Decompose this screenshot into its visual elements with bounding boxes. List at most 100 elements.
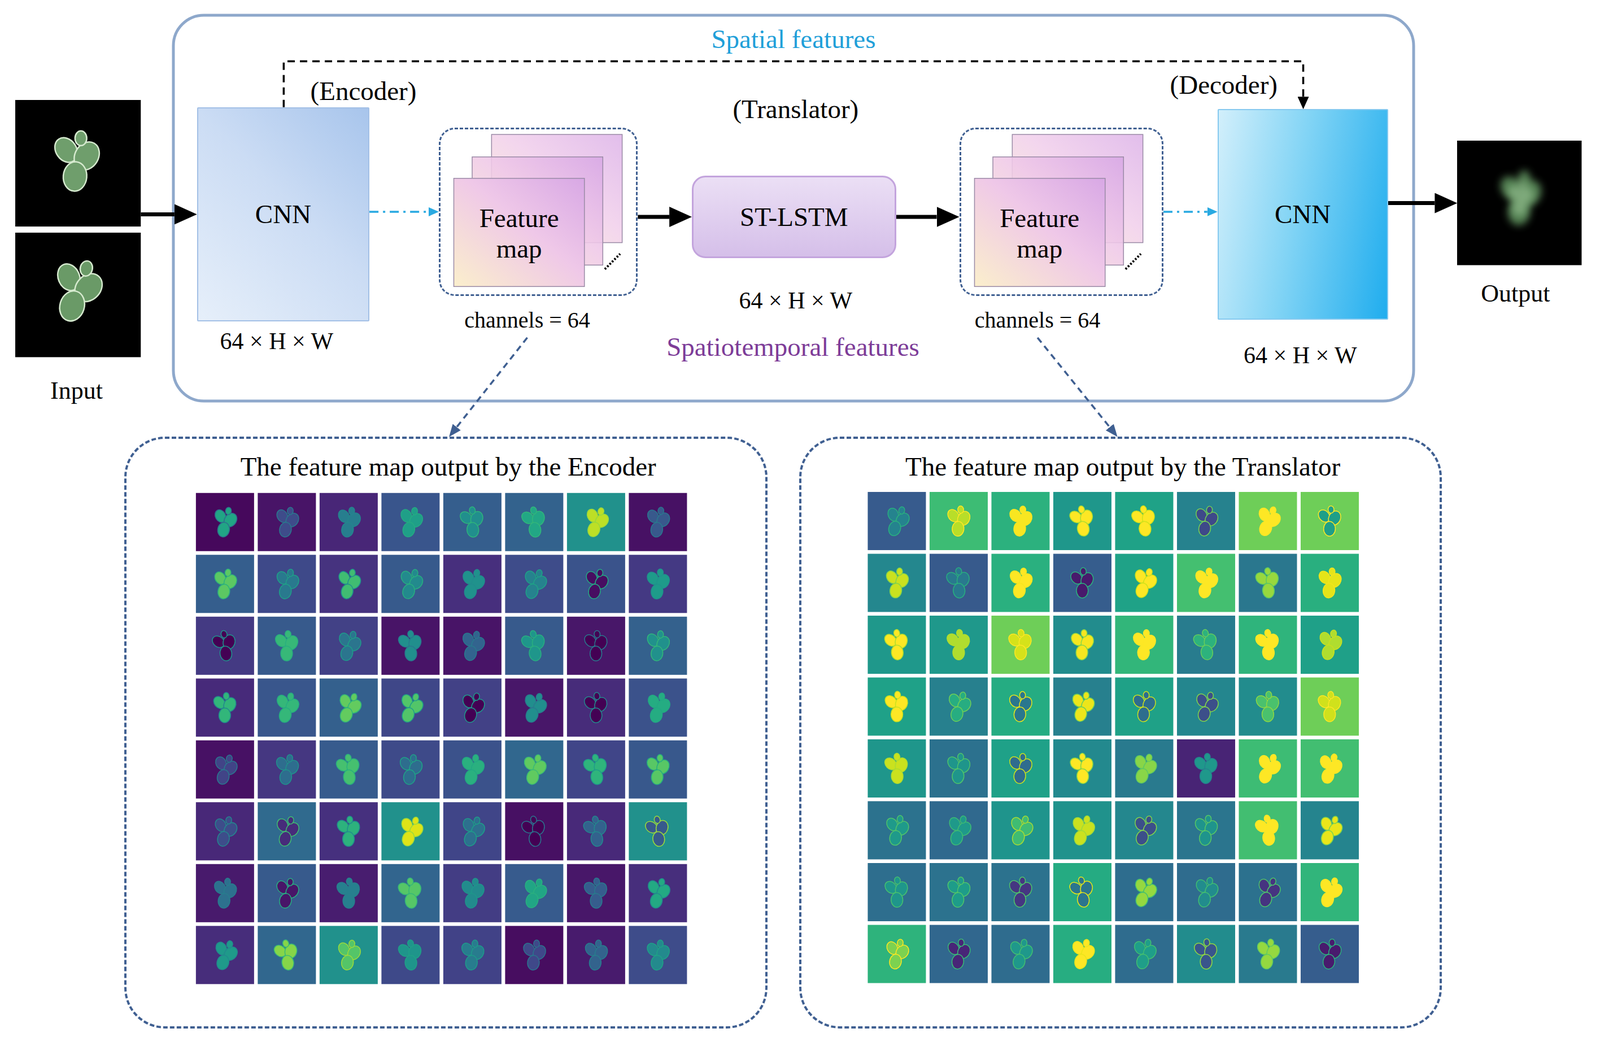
leaf <box>1205 568 1213 577</box>
leaf <box>1017 629 1025 638</box>
feature-tile <box>505 555 564 614</box>
plant-figure <box>881 751 913 787</box>
feature-tile <box>195 678 255 738</box>
leaf <box>55 288 89 325</box>
leaf <box>1319 829 1336 847</box>
leaf <box>215 768 231 786</box>
leaf <box>886 519 903 538</box>
leaf <box>596 569 604 578</box>
plant-figure <box>1191 875 1222 910</box>
leaf <box>1012 582 1027 600</box>
node-caption: Input <box>50 376 103 406</box>
plant-figure <box>1128 751 1162 787</box>
feature-tile <box>1114 862 1174 922</box>
leaf <box>1083 815 1091 825</box>
leaf <box>888 582 903 599</box>
leaf <box>1143 691 1150 700</box>
leaf <box>1328 939 1336 947</box>
leaf <box>894 691 901 700</box>
plant-figure <box>458 877 488 910</box>
leaf <box>79 259 95 278</box>
leaf <box>1082 691 1090 700</box>
leaf <box>587 583 603 601</box>
leaf <box>285 630 292 639</box>
feature-tile <box>443 740 502 799</box>
feature-tile <box>867 554 926 613</box>
leaf <box>1261 830 1276 847</box>
plant-figure <box>395 938 427 974</box>
leaf <box>400 830 417 848</box>
plant-figure <box>881 875 913 910</box>
leaf <box>1019 877 1026 885</box>
leaf <box>287 569 295 578</box>
plant-figure <box>1189 626 1223 664</box>
plant-figure <box>1251 503 1285 540</box>
plant-figure <box>1251 750 1286 788</box>
leaf <box>957 939 965 947</box>
leaf <box>1144 939 1152 948</box>
leaf <box>1261 707 1274 722</box>
leaf <box>530 815 538 825</box>
plant-figure <box>521 939 549 971</box>
plant-figure <box>1127 503 1162 540</box>
leaf <box>1203 938 1211 947</box>
leaf <box>1073 705 1089 723</box>
leaf <box>1134 829 1150 847</box>
plant-figure <box>1006 691 1035 723</box>
leaf <box>1076 768 1090 785</box>
plant-figure <box>395 505 427 540</box>
leaf <box>591 753 600 763</box>
plant-figure <box>644 568 673 600</box>
plant-figure <box>581 629 612 663</box>
leaf <box>1322 953 1336 970</box>
plant-figure <box>1006 506 1035 538</box>
connector-arrow <box>140 212 174 217</box>
plant-figure <box>1253 690 1284 724</box>
feature-tile <box>1176 925 1236 984</box>
plant-figure <box>519 753 551 787</box>
plant-figure <box>1497 171 1546 226</box>
feature-tile <box>567 616 626 675</box>
leaf <box>650 521 664 539</box>
leaf <box>657 630 665 639</box>
leaf <box>338 705 355 724</box>
feature-tile <box>1238 739 1297 798</box>
plant-figure <box>644 754 673 786</box>
leaf <box>535 569 544 578</box>
plant-figure <box>334 815 364 849</box>
plant-figure <box>334 567 365 602</box>
leaf <box>404 646 418 662</box>
leaf <box>282 939 290 948</box>
feature-tile <box>381 802 440 861</box>
plant-figure <box>270 936 305 974</box>
plant-figure <box>1065 503 1100 540</box>
leaf <box>1010 829 1027 847</box>
leaf <box>225 569 232 578</box>
leaf <box>401 521 417 539</box>
feature-tile <box>381 616 440 675</box>
leaf <box>1328 568 1336 576</box>
feature-tile <box>1300 925 1359 984</box>
leaf <box>535 878 544 888</box>
feature-tile <box>258 616 317 675</box>
leaf <box>1330 877 1338 887</box>
plant-figure <box>333 876 365 911</box>
leaf <box>1323 707 1336 722</box>
leaf <box>472 878 479 887</box>
leaf <box>890 707 904 723</box>
feature-tile <box>1053 677 1112 736</box>
feature-map-stack: Feature mapchannels = 64 <box>959 127 1164 296</box>
input-frame <box>15 99 141 227</box>
feature-tile <box>991 554 1050 613</box>
feature-tile <box>567 926 626 985</box>
leaf <box>1206 877 1214 885</box>
feature-tile <box>1238 554 1297 613</box>
leaf <box>651 769 665 786</box>
plant-figure <box>211 568 241 601</box>
ellipsis-mark <box>1125 253 1141 269</box>
feature-tile <box>443 678 502 738</box>
leaf <box>1330 753 1338 762</box>
leaf <box>897 506 906 516</box>
leaf <box>529 630 538 639</box>
feature-tile <box>195 740 255 799</box>
